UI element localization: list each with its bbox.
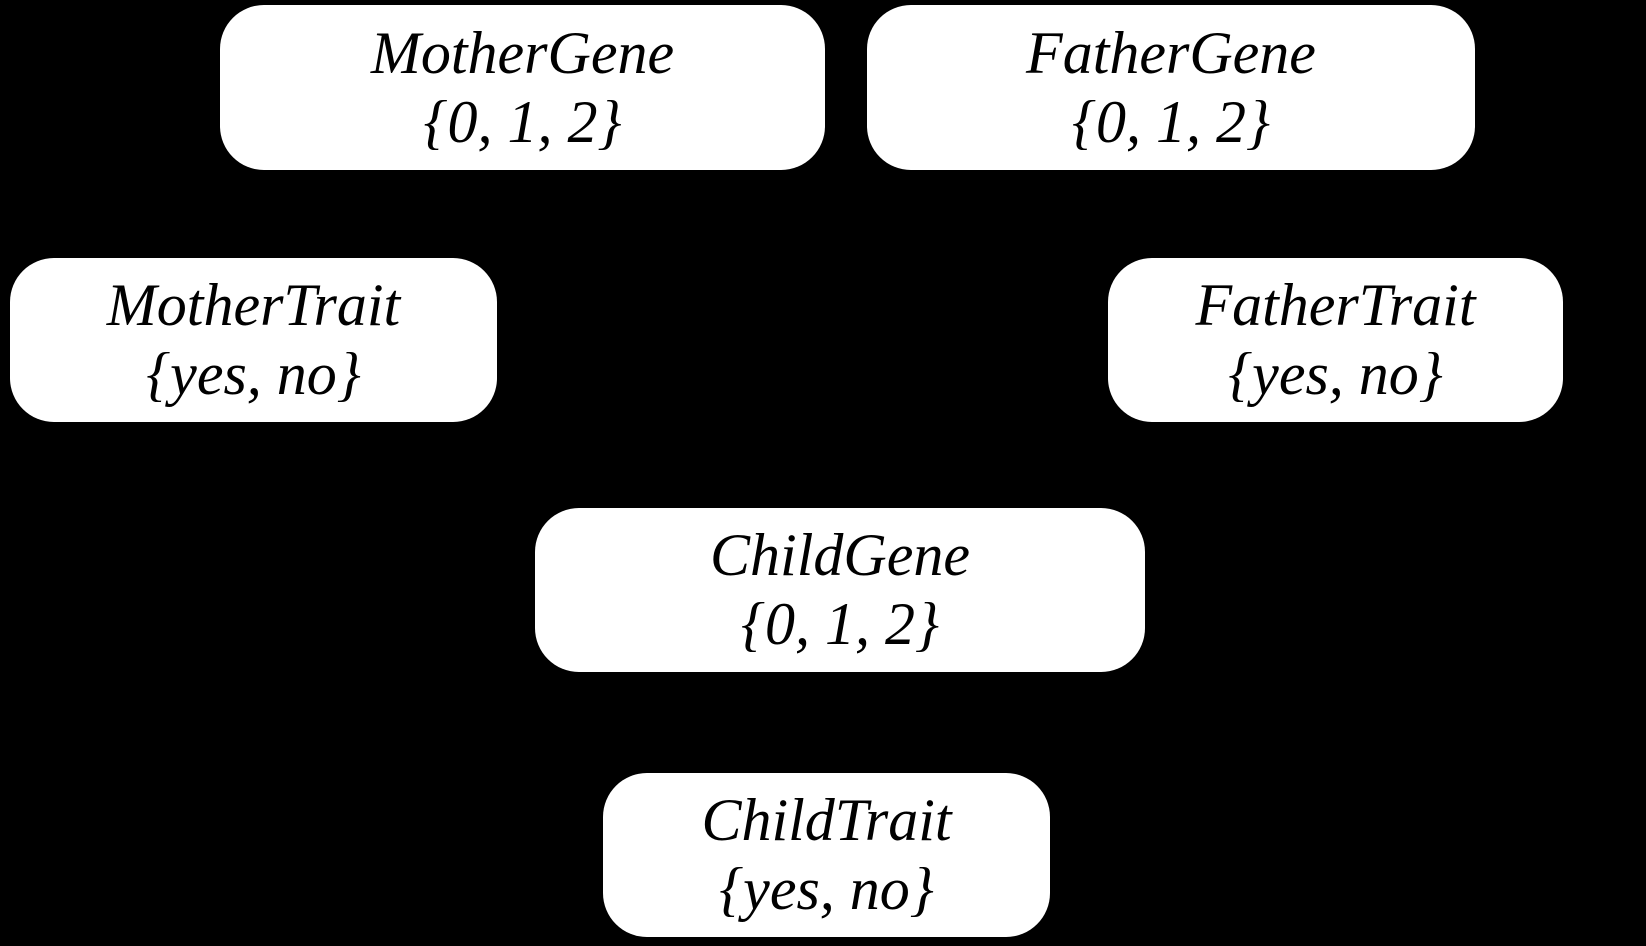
node-domain: {yes, no} — [146, 341, 361, 407]
node-domain: {yes, no} — [719, 856, 934, 922]
node-father-gene: FatherGene {0, 1, 2} — [867, 5, 1475, 170]
node-father-trait: FatherTrait {yes, no} — [1108, 258, 1563, 422]
node-label: ChildGene — [710, 522, 970, 588]
node-label: MotherGene — [370, 19, 675, 86]
node-child-gene: ChildGene {0, 1, 2} — [535, 508, 1145, 672]
node-label: FatherTrait — [1195, 272, 1476, 338]
node-label: MotherTrait — [106, 272, 401, 338]
node-domain: {0, 1, 2} — [423, 88, 622, 155]
node-domain: {0, 1, 2} — [741, 591, 939, 657]
node-label: ChildTrait — [701, 787, 952, 853]
node-child-trait: ChildTrait {yes, no} — [603, 773, 1050, 937]
node-label: FatherGene — [1026, 19, 1316, 86]
node-mother-trait: MotherTrait {yes, no} — [10, 258, 497, 422]
node-domain: {yes, no} — [1228, 341, 1443, 407]
node-mother-gene: MotherGene {0, 1, 2} — [220, 5, 825, 170]
node-domain: {0, 1, 2} — [1072, 88, 1270, 155]
